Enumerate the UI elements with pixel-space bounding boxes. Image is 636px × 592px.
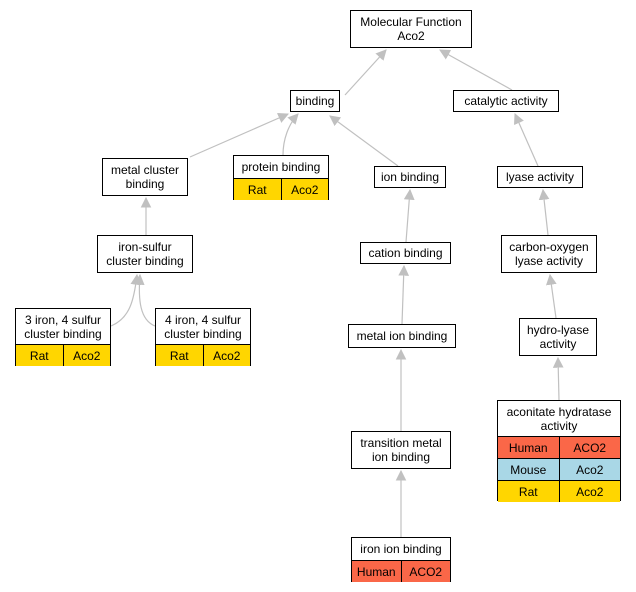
species-cell: Human <box>356 564 396 579</box>
edge-hydrolyase-cooxy <box>545 273 557 319</box>
node-protein-binding[interactable]: protein binding Rat Aco2 <box>233 155 329 200</box>
edge-fe4s4-ironsulfur <box>133 273 156 327</box>
edge-cation-ion <box>403 188 415 243</box>
node-title: transition metal ion binding <box>360 436 442 464</box>
node-title: 4 iron, 4 sulfur cluster binding <box>164 312 242 341</box>
node-title: binding <box>295 94 335 108</box>
edge-protein-binding <box>282 113 299 156</box>
gene-cell: Aco2 <box>558 459 621 480</box>
node-title: protein binding <box>241 160 321 174</box>
edge-ion-binding <box>329 115 399 167</box>
annotation-row: Human ACO2 <box>498 436 620 458</box>
gene-cell: ACO2 <box>400 561 451 582</box>
node-title: hydro-lyase activity <box>526 323 590 351</box>
node-title: metal cluster binding <box>110 163 180 191</box>
gene-cell: Aco2 <box>62 345 111 366</box>
node-aconitate-hydratase-activity[interactable]: aconitate hydratase activity Human ACO2 … <box>497 400 621 502</box>
node-metal-ion-binding[interactable]: metal ion binding <box>348 324 456 348</box>
node-cation-binding[interactable]: cation binding <box>360 242 451 264</box>
node-title: iron-sulfur cluster binding <box>106 240 184 268</box>
node-carbon-oxygen-lyase-activity[interactable]: carbon-oxygen lyase activity <box>501 235 597 273</box>
node-4fe-4s-cluster-binding[interactable]: 4 iron, 4 sulfur cluster binding Rat Aco… <box>155 308 251 366</box>
edge-fe3s4-ironsulfur <box>110 273 142 327</box>
gene-cell: Aco2 <box>558 481 621 502</box>
edge-catalytic-mf <box>439 49 513 91</box>
node-lyase-activity[interactable]: lyase activity <box>497 166 583 188</box>
species-cell: Human <box>508 440 548 455</box>
species-cell: Rat <box>169 348 189 363</box>
node-title: Molecular Function Aco2 <box>360 15 462 43</box>
edge-metalcl-binding <box>189 112 289 158</box>
edge-metalion-cation <box>398 264 410 325</box>
node-catalytic-activity[interactable]: catalytic activity <box>453 90 559 112</box>
node-title: ion binding <box>380 170 440 184</box>
node-ion-binding[interactable]: ion binding <box>374 166 446 188</box>
node-title: cation binding <box>368 246 443 260</box>
gene-cell: Aco2 <box>202 345 251 366</box>
node-binding[interactable]: binding <box>290 90 340 112</box>
node-title: lyase activity <box>505 170 575 184</box>
node-hydro-lyase-activity[interactable]: hydro-lyase activity <box>519 318 597 356</box>
annotation-row: Human ACO2 <box>352 560 450 582</box>
annotation-row: Mouse Aco2 <box>498 458 620 480</box>
node-title: aconitate hydratase activity <box>506 404 612 433</box>
node-title: metal ion binding <box>356 329 448 343</box>
node-title: iron ion binding <box>360 542 442 556</box>
gene-cell: ACO2 <box>558 437 621 458</box>
node-iron-ion-binding[interactable]: iron ion binding Human ACO2 <box>351 537 451 582</box>
edge-binding-mf <box>344 49 387 96</box>
species-cell: Rat <box>29 348 49 363</box>
node-title: carbon-oxygen lyase activity <box>509 240 589 268</box>
node-iron-sulfur-cluster-binding[interactable]: iron-sulfur cluster binding <box>97 235 193 273</box>
node-3fe-4s-cluster-binding[interactable]: 3 iron, 4 sulfur cluster binding Rat Aco… <box>15 308 111 366</box>
edge-aconitate-hydrolyase <box>552 356 564 401</box>
node-molecular-function[interactable]: Molecular Function Aco2 <box>350 10 472 48</box>
annotation-row: Rat Aco2 <box>16 344 110 366</box>
edge-lyase-catalytic <box>513 113 539 167</box>
node-title: 3 iron, 4 sulfur cluster binding <box>24 312 102 341</box>
edge-cooxy-lyase <box>538 188 550 236</box>
gene-cell: Aco2 <box>280 179 329 200</box>
node-transition-metal-ion-binding[interactable]: transition metal ion binding <box>351 431 451 469</box>
species-cell: Rat <box>518 484 538 499</box>
annotation-row: Rat Aco2 <box>156 344 250 366</box>
species-cell: Mouse <box>510 462 547 477</box>
species-cell: Rat <box>247 182 267 197</box>
annotation-row: Rat Aco2 <box>498 480 620 502</box>
annotation-row: Rat Aco2 <box>234 178 328 200</box>
node-title: catalytic activity <box>464 94 548 108</box>
node-metal-cluster-binding[interactable]: metal cluster binding <box>102 158 188 196</box>
